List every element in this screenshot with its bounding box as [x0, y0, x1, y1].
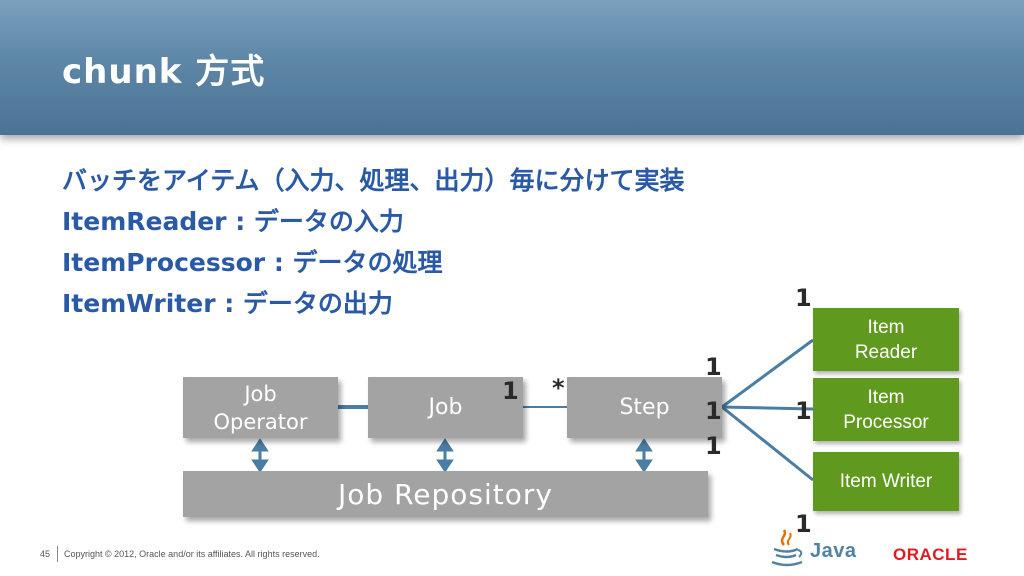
multiplicity-writer: 1	[795, 510, 812, 538]
item-processor-label-1: Item	[867, 386, 905, 408]
page-number: 45	[40, 549, 51, 559]
multiplicity-reader: 1	[795, 284, 812, 312]
item-writer-box: Item Writer	[813, 452, 959, 511]
multiplicity-processor: 1	[795, 397, 812, 425]
multiplicity-step-reader: 1	[705, 353, 722, 381]
slide-title: chunk 方式	[62, 52, 266, 92]
copyright-text: Copyright © 2012, Oracle and/or its affi…	[64, 549, 320, 559]
multiplicity-job-step: 1	[502, 377, 519, 405]
job-label: Job	[428, 395, 463, 420]
multiplicity-step-writer: 1	[705, 432, 722, 460]
multiplicity-star: *	[552, 374, 565, 402]
item-reader-label-2: Reader	[854, 341, 918, 363]
text-line-3: ItemProcessor : データの処理	[62, 248, 443, 277]
java-cup-icon	[771, 529, 803, 567]
job-repository-box: Job Repository	[183, 471, 708, 517]
arrow-job-repo	[436, 438, 454, 473]
item-processor-label-2: Processor	[843, 411, 929, 433]
arrow-operator-repo	[251, 438, 269, 473]
connector-step-writer	[721, 405, 814, 482]
job-operator-box: Job Operator	[183, 377, 338, 438]
item-writer-label: Item Writer	[839, 471, 933, 492]
oracle-logo: ORACLE	[893, 545, 968, 564]
text-line-1: バッチをアイテム（入力、処理、出力）毎に分けて実装	[62, 166, 685, 195]
job-box: Job	[368, 377, 523, 438]
step-label: Step	[619, 395, 670, 420]
job-operator-label-2: Operator	[213, 409, 308, 434]
multiplicity-step-processor: 1	[705, 397, 722, 425]
connector-step-processor	[721, 405, 814, 411]
step-box: Step	[567, 377, 722, 438]
arrow-step-repo	[635, 438, 653, 473]
item-reader-box: Item Reader	[813, 308, 959, 371]
job-repository-label: Job Repository	[338, 477, 553, 511]
connector-step-reader	[721, 338, 814, 409]
java-logo: Java	[810, 540, 857, 562]
text-line-2: ItemReader : データの入力	[62, 207, 404, 236]
text-line-4: ItemWriter : データの出力	[62, 289, 393, 318]
job-operator-label-1: Job	[244, 381, 277, 406]
item-reader-label-1: Item	[867, 316, 905, 338]
bullet-text: バッチをアイテム（入力、処理、出力）毎に分けて実装 ItemReader : デ…	[62, 160, 685, 324]
footer-divider	[57, 546, 58, 562]
item-processor-box: Item Processor	[813, 378, 959, 441]
title-bar: chunk 方式	[0, 0, 1024, 135]
